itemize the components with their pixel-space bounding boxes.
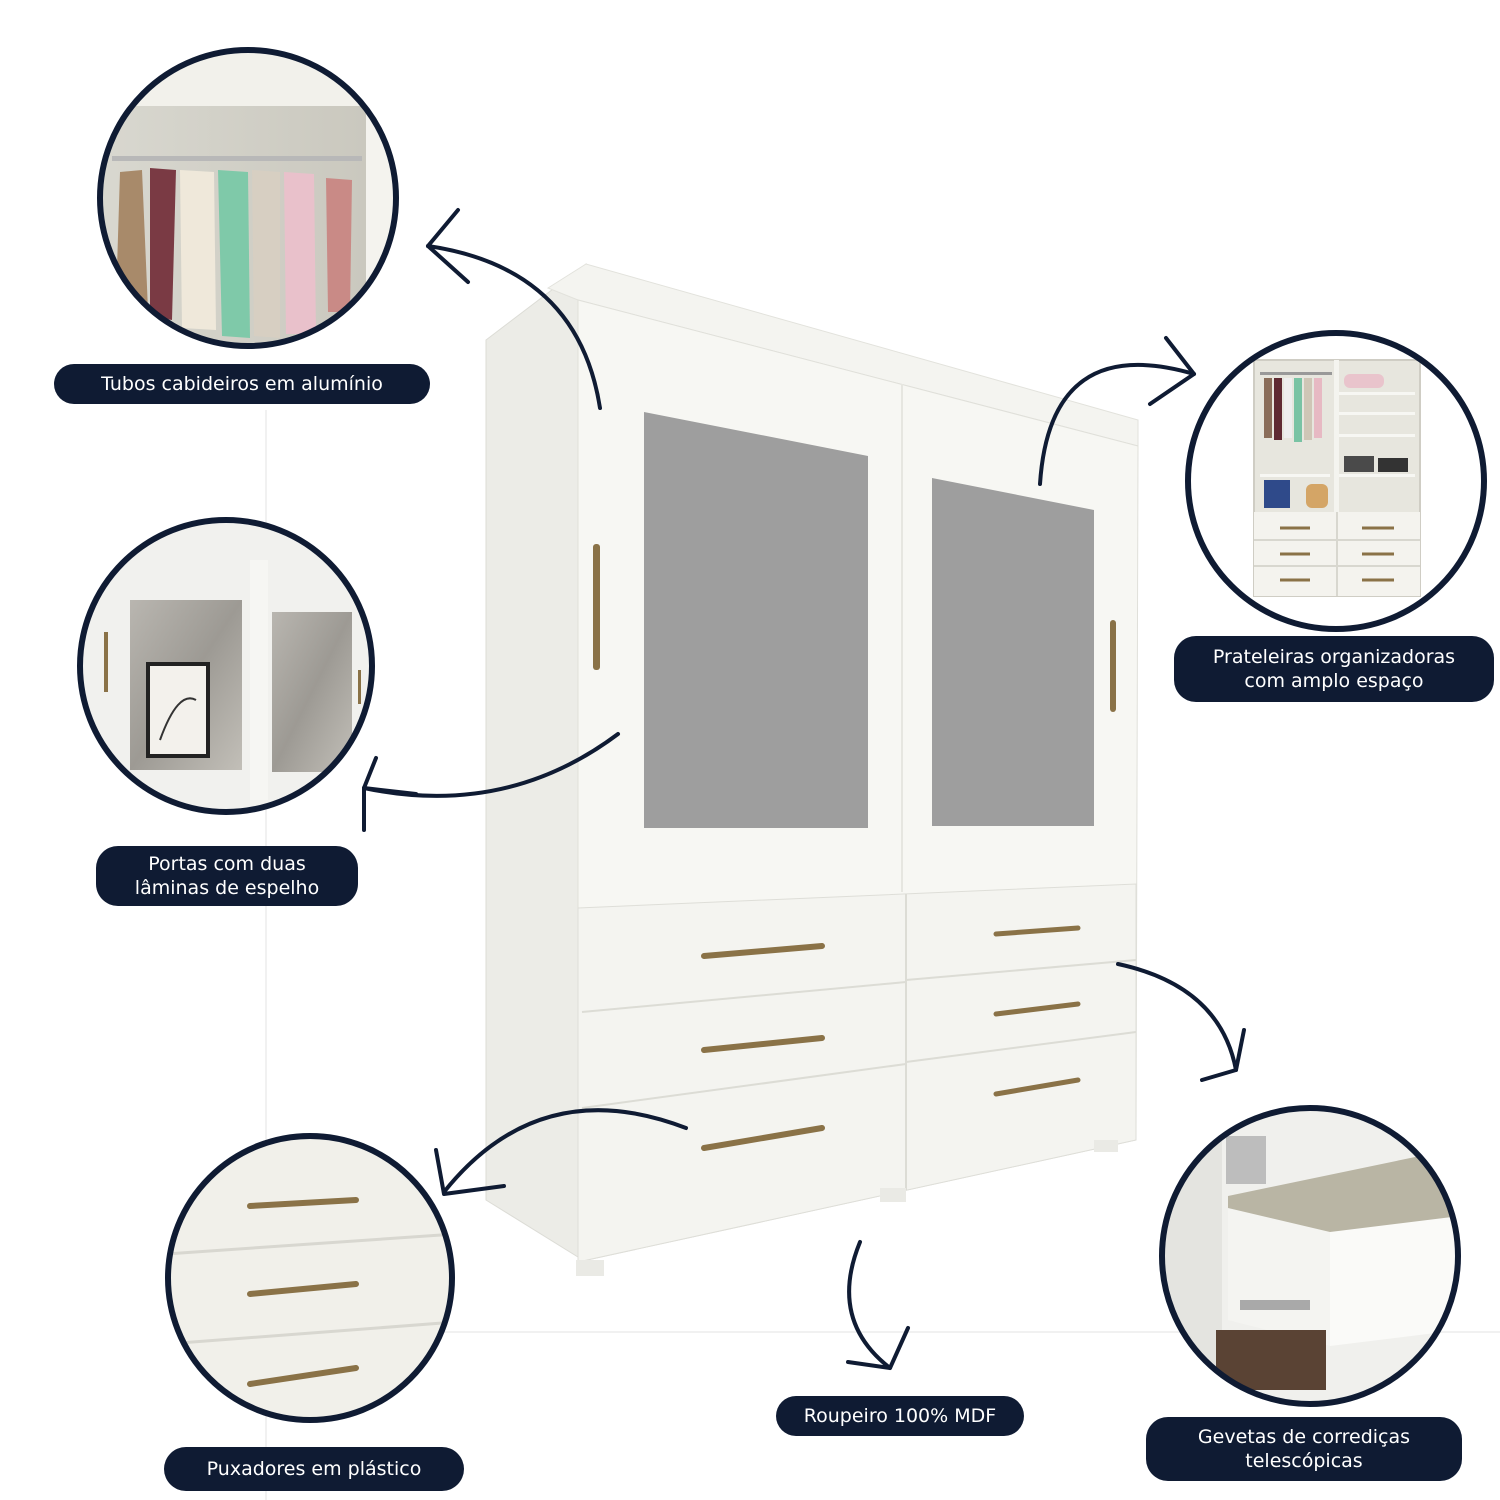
- drawer-divider: [581, 981, 907, 1013]
- curved-arrow-icon: [434, 1108, 688, 1196]
- detail-handles: [165, 1133, 455, 1423]
- drawer-divider: [905, 959, 1137, 981]
- label-text: Gevetas de corrediças: [1197, 1426, 1411, 1448]
- detail-telescopic-drawers: [1159, 1105, 1461, 1407]
- curved-arrow-icon: [362, 732, 620, 832]
- wardrobe: [485, 262, 1139, 1276]
- curved-arrow-icon: [1116, 962, 1246, 1082]
- detail-hanging-rail: [97, 47, 399, 349]
- label-material: Roupeiro 100% MDF: [776, 1396, 1024, 1436]
- curved-arrow-icon: [1038, 336, 1196, 486]
- door-handle-right: [1110, 620, 1116, 712]
- wardrobe-foot: [576, 1260, 604, 1276]
- mirror-right: [932, 478, 1094, 826]
- label-hanging-rails: Tubos cabideiros em alumínio: [54, 364, 430, 404]
- drawer-handle: [993, 1001, 1081, 1017]
- label-text: lâminas de espelho: [134, 877, 320, 899]
- drawer-divider: [905, 1031, 1137, 1063]
- drawer-handle: [993, 925, 1081, 937]
- detail-mirror-doors: [77, 517, 375, 815]
- drawer-handle: [701, 1035, 825, 1053]
- drawer-handle: [993, 1077, 1081, 1097]
- label-text: Prateleiras organizadoras: [1212, 646, 1456, 668]
- wardrobe-top: [546, 263, 1139, 447]
- label-text: Puxadores em plástico: [206, 1458, 422, 1480]
- label-mirror-doors: Portas com duas lâminas de espelho: [96, 846, 358, 906]
- drawer-handle: [701, 943, 825, 959]
- label-handles: Puxadores em plástico: [164, 1447, 464, 1491]
- label-text: com amplo espaço: [1244, 670, 1424, 692]
- mirror-left: [644, 412, 868, 828]
- curved-arrow-icon: [846, 1240, 910, 1370]
- label-shelves: Prateleiras organizadoras com amplo espa…: [1174, 636, 1494, 702]
- detail-shelves: [1185, 330, 1487, 632]
- label-text: Roupeiro 100% MDF: [803, 1405, 997, 1427]
- label-text: telescópicas: [1245, 1450, 1363, 1472]
- label-text: Tubos cabideiros em alumínio: [101, 373, 383, 395]
- drawer-block: [577, 883, 1137, 1263]
- curved-arrow-icon: [426, 208, 602, 410]
- drawer-divider: [581, 1063, 907, 1109]
- door-handle-left: [593, 544, 600, 670]
- label-telescopic-drawers: Gevetas de corrediças telescópicas: [1146, 1417, 1462, 1481]
- label-text: Portas com duas: [148, 853, 306, 875]
- drawer-handle: [701, 1125, 825, 1151]
- wardrobe-foot: [1094, 1140, 1118, 1152]
- wardrobe-foot: [880, 1188, 906, 1202]
